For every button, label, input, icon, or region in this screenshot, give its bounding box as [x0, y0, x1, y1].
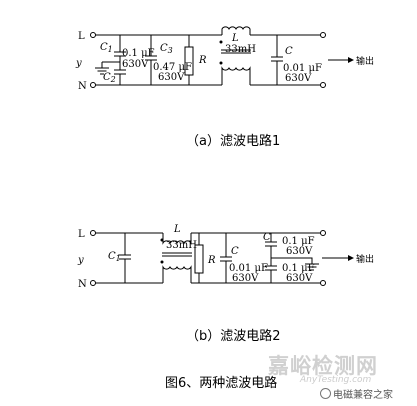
label-b-N: N	[78, 279, 87, 290]
label-b-c1: C1	[108, 251, 121, 263]
terminal-b-L	[90, 230, 96, 236]
ground-a-icon	[95, 67, 109, 75]
output-a-arrow	[328, 57, 354, 63]
label-a-c4-voltage: 630V	[285, 73, 312, 84]
label-b-resistor: R	[207, 255, 216, 266]
label-a-c2: C2	[103, 72, 116, 84]
label-a-L: L	[78, 31, 85, 42]
circuit-a: L N y C1 0.1 μF 630V C2 C3 0.47 μF 630V …	[75, 26, 374, 92]
capacitor-b-c4	[265, 258, 277, 283]
circuit-b: L N y C1 L 33mH R C 0.01 μF 630V C 0.1 μ…	[77, 224, 374, 290]
terminal-a-N	[90, 82, 96, 88]
terminal-b-out-bottom	[320, 280, 326, 286]
label-a-c1-value: 0.1 μF	[122, 48, 155, 59]
terminal-a-out-top	[320, 32, 326, 38]
label-b-c3: C	[263, 232, 271, 243]
label-b-c2: C	[231, 246, 239, 257]
resistor-a	[184, 35, 194, 85]
label-b-c4-value: 0.1 μF	[282, 263, 315, 274]
wire-b-ground	[271, 257, 313, 264]
label-a-c3-voltage: 630V	[158, 72, 185, 83]
capacitor-a-c4	[271, 35, 283, 85]
caption-a: （a）滤波电路1	[186, 134, 281, 149]
capacitor-a-c2	[114, 62, 126, 85]
capacitor-a-c3	[145, 35, 157, 85]
inductor-a-choke	[219, 26, 251, 85]
label-a-resistor: R	[198, 55, 207, 66]
terminal-a-out-bottom	[320, 82, 326, 88]
label-b-c2-voltage: 630V	[232, 273, 259, 284]
capacitor-a-c1	[114, 35, 126, 62]
capacitor-b-c2	[220, 233, 232, 283]
label-a-c3-value: 0.47 μF	[153, 62, 192, 73]
label-a-c4: C	[285, 46, 293, 57]
label-a-ground: y	[75, 58, 82, 69]
terminal-b-N	[90, 280, 96, 286]
label-b-inductor-value: 33mH	[166, 240, 197, 251]
label-b-output: 输出	[356, 253, 374, 265]
label-b-c2-value: 0.01 μF	[229, 263, 268, 274]
label-a-output: 输出	[356, 55, 374, 67]
capacitor-b-c3	[265, 233, 277, 258]
wire-a-ground	[101, 61, 120, 68]
label-b-c4-voltage: 630V	[286, 273, 313, 284]
capacitor-b-c1	[119, 233, 131, 283]
label-b-c3-voltage: 630V	[286, 246, 313, 257]
label-b-ground: y	[77, 255, 84, 266]
wechat-icon	[320, 388, 331, 399]
label-a-c1-voltage: 630V	[122, 59, 149, 70]
label-a-c3: C3	[160, 43, 173, 55]
label-a-inductor-value: 33mH	[225, 44, 256, 55]
watermark-site: 嘉峪检测网	[268, 354, 378, 378]
terminal-a-L	[90, 32, 96, 38]
inductor-b-choke	[160, 233, 192, 283]
label-a-inductor: L	[231, 33, 239, 44]
resistor-b	[194, 233, 204, 283]
label-a-N: N	[78, 81, 87, 92]
label-b-L: L	[78, 229, 85, 240]
terminal-b-out-top	[320, 230, 326, 236]
watermark-url: AnyTesting.com	[300, 375, 372, 385]
caption-b: （b）滤波电路2	[186, 329, 281, 344]
label-a-c1: C1	[100, 42, 113, 54]
watermark-account: 电磁兼容之家	[320, 386, 393, 401]
figure-caption: 图6、两种滤波电路	[165, 376, 278, 391]
watermark-account-text: 电磁兼容之家	[333, 390, 393, 401]
ground-b-icon	[305, 263, 319, 271]
label-b-c3-value: 0.1 μF	[282, 236, 315, 247]
label-b-inductor: L	[173, 224, 181, 235]
output-b-arrow	[322, 255, 354, 261]
label-a-c4-value: 0.01 μF	[283, 63, 322, 74]
